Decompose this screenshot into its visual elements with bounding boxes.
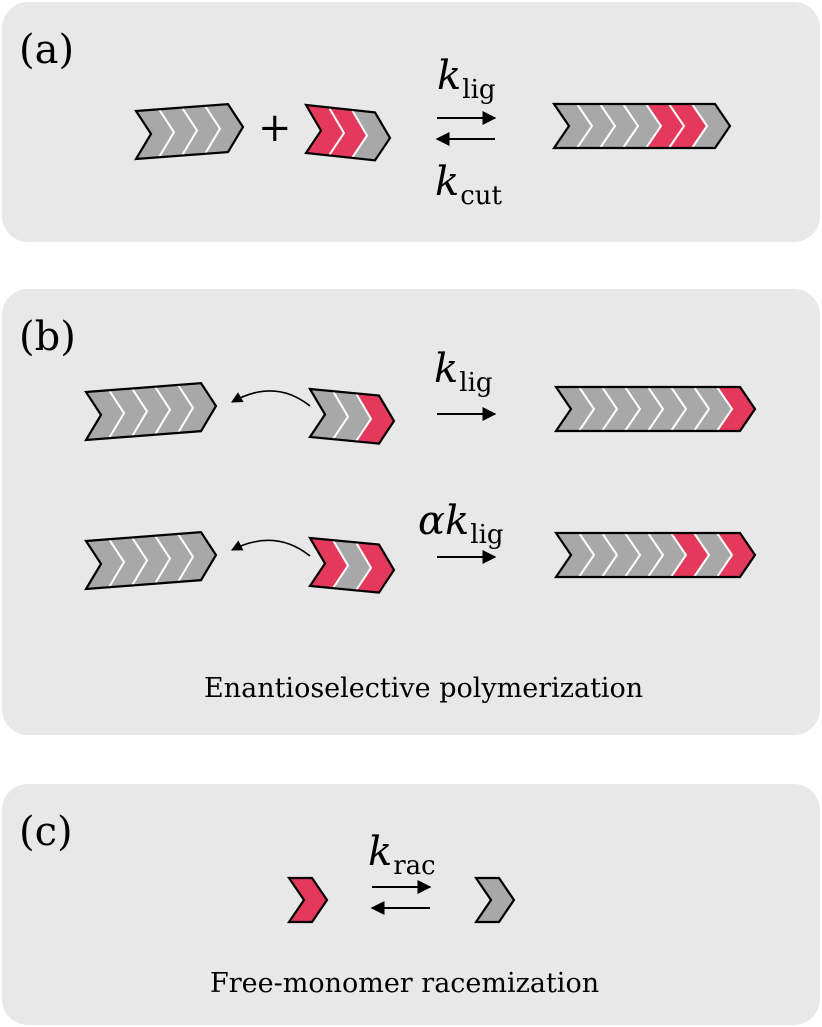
cut-rate-label: kcut: [435, 159, 503, 211]
racemization-rate-label: krac: [368, 829, 436, 881]
b1-product-chain-monomer-7: [694, 387, 732, 431]
b1-product-chain-stripe-4: [647, 386, 665, 432]
b2-left-chain-stripe-2: [131, 536, 149, 586]
panel-c-label: (c): [19, 809, 73, 855]
ligation-rate-label-row2: αklig: [418, 498, 504, 550]
b2-attach-arrow: [231, 539, 311, 557]
a-left-chain-stripe-1: [158, 108, 176, 158]
b2-product-chain-stripe-7: [716, 532, 734, 578]
b2-product-chain-monomer-4: [625, 533, 663, 577]
a-right-chain-outline: [303, 103, 392, 162]
b2-product-chain-stripe-1: [578, 532, 596, 578]
b1-left-chain-stripe-1: [108, 389, 126, 439]
b1-right-chain-outline: [307, 387, 396, 445]
b2-product-chain-monomer-8: [717, 533, 755, 577]
b2-product-chain-monomer-7: [694, 533, 732, 577]
a-product-chain-monomer-1: [554, 104, 592, 148]
b1-left-chain-stripe-4: [177, 384, 195, 434]
b1-product-chain-stripe-2: [601, 386, 619, 432]
ligation-rate-label: klig: [437, 53, 496, 105]
b1-product-chain-stripe-1: [578, 386, 596, 432]
a-product-chain-stripe-6: [691, 103, 709, 149]
panel-b-caption: Enantioselective polymerization: [204, 673, 644, 704]
b2-right-chain-stripe-2: [355, 541, 373, 591]
b1-product-chain-monomer-6: [671, 387, 709, 431]
b2-left-chain-outline: [83, 531, 218, 591]
b1-right-chain-stripe-1: [332, 390, 350, 440]
b2-right-chain-outline: [307, 536, 396, 594]
b1-left-chain-outline: [83, 382, 218, 442]
panel-c-racemization: (c) krac Free-monomer racemization: [2, 784, 820, 1025]
a-right-chain-stripe-2: [351, 109, 369, 159]
b2-left-chain-stripe-3: [154, 535, 172, 585]
panel-b-enantioselective-polymerization: (b) klig αklig Enantioselective polymeri…: [2, 289, 820, 735]
panel-a-label: (a): [19, 27, 75, 73]
a-product-chain-stripe-2: [599, 103, 617, 149]
ligation-rate-label-row1: klig: [434, 346, 493, 398]
b1-product-chain-monomer-8: [717, 387, 755, 431]
a-product-chain-outline: [551, 102, 732, 150]
a-left-chain-outline: [133, 102, 245, 161]
a-left-chain-stripe-3: [204, 105, 222, 155]
b2-product-chain-stripe-5: [670, 532, 688, 578]
b2-product-chain-monomer-5: [648, 533, 686, 577]
a-product-chain-monomer-6: [669, 104, 707, 148]
b1-product-chain-stripe-3: [624, 386, 642, 432]
b2-product-chain-monomer-2: [579, 533, 617, 577]
b2-product-chain-monomer-1: [556, 533, 594, 577]
c-left-monomer-outline: [286, 876, 329, 924]
b1-product-chain-monomer-2: [579, 387, 617, 431]
b2-product-chain-stripe-3: [624, 532, 642, 578]
c-right-monomer-monomer-1: [476, 878, 514, 922]
a-product-chain-monomer-3: [600, 104, 638, 148]
a-product-chain-monomer-5: [646, 104, 684, 148]
b1-left-chain-stripe-2: [131, 387, 149, 437]
a-product-chain-monomer-2: [577, 104, 615, 148]
plus-sign: +: [258, 105, 292, 151]
b2-product-chain-outline: [553, 531, 757, 579]
a-product-chain-monomer-7: [692, 104, 730, 148]
b2-left-chain-stripe-4: [177, 533, 195, 583]
b1-attach-arrow: [231, 390, 311, 407]
a-product-chain-stripe-4: [645, 103, 663, 149]
b1-product-chain-monomer-5: [648, 387, 686, 431]
b1-right-chain-stripe-2: [355, 392, 373, 442]
b2-product-chain-stripe-4: [647, 532, 665, 578]
b1-product-chain-outline: [553, 385, 757, 433]
a-product-chain-monomer-4: [623, 104, 661, 148]
b1-product-chain-monomer-3: [602, 387, 640, 431]
b2-product-chain-stripe-6: [693, 532, 711, 578]
a-product-chain-stripe-1: [576, 103, 594, 149]
b1-product-chain-monomer-1: [556, 387, 594, 431]
panel-c-caption: Free-monomer racemization: [210, 968, 600, 999]
b2-product-chain-monomer-3: [602, 533, 640, 577]
b1-product-chain-monomer-4: [625, 387, 663, 431]
a-product-chain-stripe-3: [622, 103, 640, 149]
b2-right-chain-stripe-1: [332, 539, 350, 589]
a-left-chain-stripe-2: [181, 107, 199, 157]
c-left-monomer-monomer-1: [289, 878, 327, 922]
b1-product-chain-stripe-6: [693, 386, 711, 432]
b2-product-chain-stripe-2: [601, 532, 619, 578]
b1-left-chain-stripe-3: [154, 386, 172, 436]
b2-product-chain-monomer-6: [671, 533, 709, 577]
a-right-chain-stripe-1: [328, 106, 346, 157]
b1-product-chain-stripe-5: [670, 386, 688, 432]
b1-product-chain-stripe-7: [716, 386, 734, 432]
a-product-chain-stripe-5: [668, 103, 686, 149]
b2-left-chain-stripe-1: [108, 538, 126, 588]
c-right-monomer-outline: [473, 876, 516, 924]
panel-b-label: (b): [19, 314, 76, 360]
